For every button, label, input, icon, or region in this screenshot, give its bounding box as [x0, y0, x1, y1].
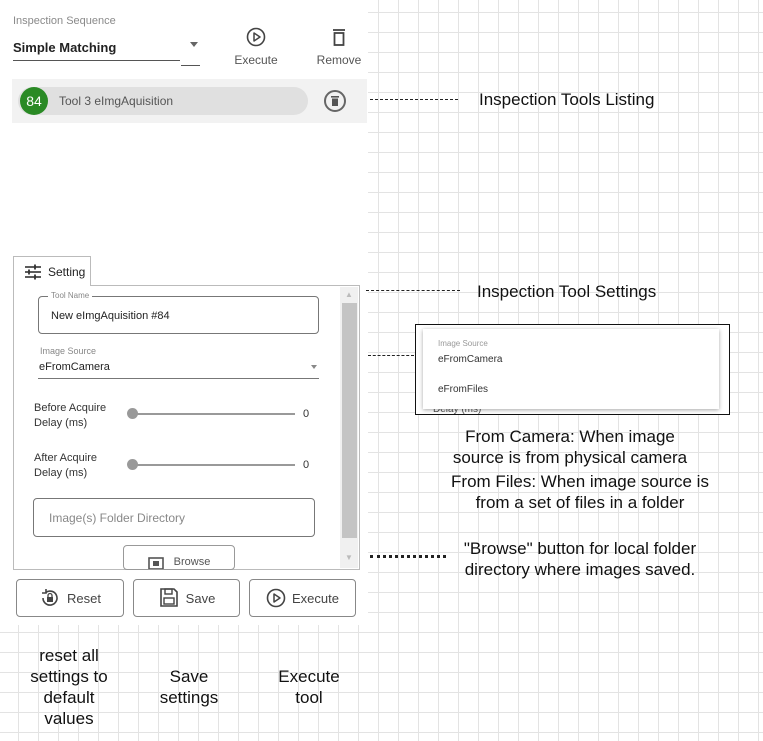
before-acquire-label-line1: Before Acquire	[34, 402, 107, 414]
annotation-reset-line4: values	[44, 709, 94, 728]
image-source-dropdown-menu	[423, 329, 719, 409]
after-acquire-slider[interactable]	[132, 464, 295, 466]
annotation-settings: Inspection Tool Settings	[477, 282, 657, 301]
execute-tool-button[interactable]: Execute	[249, 579, 356, 617]
browse-label: Browse	[173, 556, 211, 568]
after-acquire-slider-thumb[interactable]	[127, 459, 138, 470]
remove-sequence-button[interactable]: Remove	[309, 27, 369, 67]
annotation-save-line1: Save	[169, 667, 209, 686]
sliders-icon	[25, 264, 41, 279]
annotation-from-files-line1: From Files: When image source is	[451, 472, 709, 491]
settings-panel	[13, 285, 360, 570]
after-acquire-label: After Acquire Delay (ms)	[34, 451, 97, 481]
scroll-up-icon[interactable]: ▲	[345, 290, 353, 299]
popup-peek-text: Delay (ms)	[433, 404, 482, 415]
annotation-browse: "Browse" button for local folder directo…	[445, 538, 715, 580]
before-acquire-label: Before Acquire Delay (ms)	[34, 401, 106, 431]
sequence-underline	[13, 60, 180, 61]
sequence-label: Inspection Sequence	[13, 15, 116, 27]
reset-button[interactable]: Reset	[16, 579, 124, 617]
folder-directory-input[interactable]: Image(s) Folder Directory	[33, 498, 315, 537]
execute-sequence-label: Execute	[234, 53, 278, 67]
annotation-save-line2: settings	[159, 688, 219, 707]
annotation-reset: reset all settings to default values	[14, 645, 124, 729]
trash-icon	[331, 96, 339, 106]
before-acquire-label-line2: Delay (ms)	[34, 417, 88, 429]
before-acquire-value: 0	[303, 408, 310, 420]
annotation-browse-line2: directory where images saved.	[464, 560, 696, 579]
annotation-from-camera-line1: From Camera: When image	[465, 427, 675, 446]
leader-line-browse	[370, 555, 446, 558]
chevron-down-icon[interactable]	[311, 365, 317, 369]
dropdown-option-from-camera[interactable]: eFromCamera	[438, 354, 503, 365]
image-source-select[interactable]: eFromCamera	[39, 361, 110, 373]
delete-tool-button[interactable]	[324, 90, 346, 112]
save-icon	[159, 588, 178, 607]
annotation-from-camera: From Camera: When image source is from p…	[430, 426, 710, 468]
annotation-execute: Execute tool	[254, 666, 364, 708]
play-circle-icon	[266, 588, 286, 608]
leader-line-listing	[370, 99, 458, 100]
annotation-reset-line1: reset all	[39, 646, 99, 665]
annotation-from-files-line2: from a set of files in a folder	[475, 493, 685, 512]
before-acquire-slider[interactable]	[132, 413, 295, 415]
chevron-down-icon[interactable]	[190, 42, 198, 47]
tool-name-value: New eImgAquisition #84	[51, 310, 170, 322]
annotation-from-camera-line2: source is from physical camera	[452, 448, 688, 467]
sequence-dropdown[interactable]: Simple Matching	[13, 40, 117, 55]
after-acquire-label-line1: After Acquire	[34, 452, 97, 464]
execute-tool-label: Execute	[292, 590, 339, 606]
folder-icon	[147, 557, 164, 569]
save-button[interactable]: Save	[133, 579, 240, 617]
annotation-reset-line2: settings to	[30, 667, 108, 686]
tool-name-legend: Tool Name	[48, 291, 93, 300]
remove-sequence-label: Remove	[316, 53, 362, 67]
after-acquire-value: 0	[303, 459, 310, 471]
annotation-execute-line2: tool	[295, 688, 323, 707]
annotation-browse-line1: "Browse" button for local folder	[463, 539, 697, 558]
save-label: Save	[185, 590, 216, 606]
sequence-underline-tail	[181, 65, 200, 66]
annotation-from-files: From Files: When image source is from a …	[430, 471, 730, 513]
dropdown-option-from-files[interactable]: eFromFiles	[438, 384, 489, 395]
execute-sequence-button[interactable]: Execute	[226, 27, 286, 67]
reset-lock-icon	[42, 589, 58, 606]
reset-label: Reset	[67, 590, 101, 606]
tool-name-label: Tool 3 eImgAquisition	[59, 94, 174, 108]
leader-line-image-source	[368, 355, 414, 356]
after-acquire-label-line2: Delay (ms)	[34, 467, 88, 479]
browse-button[interactable]: Browse	[123, 545, 235, 570]
tool-name-field[interactable]	[38, 296, 319, 334]
image-source-underline	[38, 378, 319, 379]
annotation-execute-line1: Execute	[278, 667, 340, 686]
popup-image-source-label: Image Source	[438, 339, 488, 348]
tab-setting-label: Setting	[48, 264, 86, 279]
leader-line-settings	[366, 290, 460, 291]
scroll-down-icon[interactable]: ▼	[345, 553, 353, 562]
trash-icon	[333, 29, 345, 46]
annotation-save: Save settings	[134, 666, 244, 708]
annotation-reset-line3: default	[43, 688, 95, 707]
tab-setting[interactable]: Setting	[13, 256, 91, 286]
before-acquire-slider-thumb[interactable]	[127, 408, 138, 419]
image-source-label: Image Source	[40, 346, 97, 356]
settings-scrollbar-thumb[interactable]	[342, 303, 357, 538]
annotation-listing: Inspection Tools Listing	[479, 90, 655, 109]
play-circle-icon	[246, 27, 266, 47]
list-item[interactable]: 84 Tool 3 eImgAquisition	[18, 87, 308, 115]
tool-id-badge: 84	[20, 87, 48, 115]
